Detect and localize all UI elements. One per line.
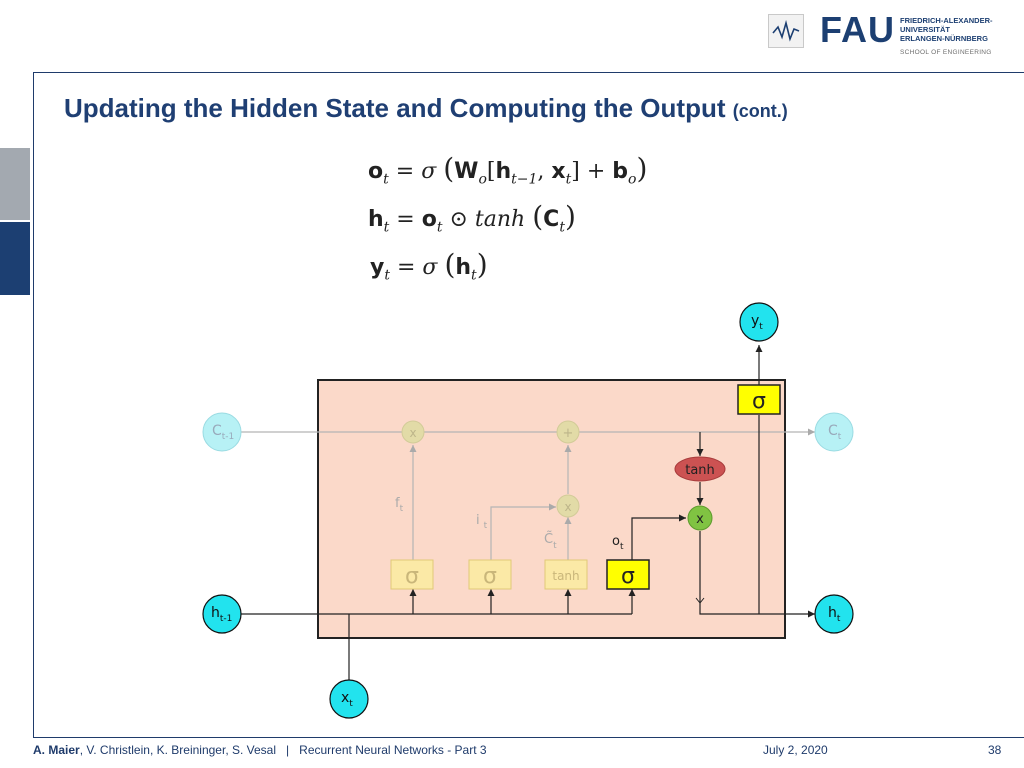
input-gate-symbol: σ: [483, 564, 497, 589]
sidebar-marker-previous: [0, 148, 30, 220]
cell-state-next-node: [814, 412, 854, 452]
y-output-label: yt: [751, 313, 763, 332]
cell-state-prev-label: Ct-1: [212, 423, 234, 442]
equation-output: yt = σ (ht): [370, 248, 488, 284]
x-input-node: [329, 679, 369, 719]
hidden-next-label: ht: [828, 605, 841, 624]
footer-course: Recurrent Neural Networks - Part 3: [299, 743, 487, 757]
candidate-tanh-label: tanh: [552, 569, 579, 583]
forget-multiply-op: [401, 420, 425, 444]
waveform-icon: [772, 19, 800, 42]
output-multiply-op: [687, 505, 713, 531]
title-main: Updating the Hidden State and Computing …: [64, 93, 726, 123]
footer-authors: A. Maier, V. Christlein, K. Breininger, …: [33, 743, 487, 757]
output-gate: [606, 559, 650, 590]
y-sigma-gate: [737, 384, 781, 415]
hidden-prev-node: [202, 594, 242, 634]
y-sigma-symbol: σ: [752, 389, 766, 414]
slide-title: Updating the Hidden State and Computing …: [64, 93, 788, 124]
input-multiply-op: [556, 494, 580, 518]
equation-output-gate: ot = σ (Wo[ht−1, xt] + bo): [368, 152, 648, 188]
forget-label: ft: [395, 496, 404, 514]
output-gate-symbol: σ: [621, 564, 635, 589]
candidate-tanh-gate: [544, 559, 588, 590]
hidden-prev-label: ht-1: [211, 605, 232, 624]
hidden-output-line: [699, 531, 815, 618]
svg-text:x: x: [564, 500, 571, 514]
title-suffix: (cont.): [732, 101, 788, 121]
cell-tanh-op: [674, 456, 726, 482]
cell-add-op: [556, 420, 580, 444]
page-number: 38: [988, 743, 1002, 757]
candidate-label: C̃t: [544, 532, 557, 551]
svg-text:+: +: [563, 426, 574, 441]
lstm-cell-box: [317, 379, 786, 639]
forget-gate: [390, 559, 434, 590]
svg-text:x: x: [409, 426, 416, 440]
fau-logo: FAU: [820, 9, 895, 50]
cell-state-prev-node: [202, 412, 242, 452]
footer-author-main: A. Maier: [33, 743, 80, 757]
cell-state-next-label: Ct: [828, 423, 842, 442]
y-output-node: [739, 302, 779, 342]
footer-author-rest: , V. Christlein, K. Breininger, S. Vesal: [79, 743, 277, 757]
slide-frame: [33, 72, 1024, 738]
output-gate-line: [631, 514, 686, 560]
input-flow-line: [490, 503, 556, 560]
university-name: FRIEDRICH-ALEXANDER- UNIVERSITÄT ERLANGE…: [900, 16, 993, 43]
school-name: SCHOOL OF ENGINEERING: [900, 49, 992, 56]
output-label: ot: [612, 534, 624, 552]
x-input-label: xt: [341, 690, 353, 709]
footer-separator: |: [286, 743, 290, 757]
sidebar-marker-current: [0, 222, 30, 295]
footer-date: July 2, 2020: [763, 743, 828, 757]
equation-hidden-state: ht = ot ⊙ tanh (Ct): [368, 200, 576, 236]
hidden-next-node: [814, 594, 854, 634]
institute-logo: [768, 14, 804, 48]
input-gate: [468, 559, 512, 590]
small-arrow-icon: [695, 597, 705, 604]
svg-text:tanh: tanh: [685, 463, 715, 478]
svg-text:x: x: [696, 512, 704, 527]
forget-gate-symbol: σ: [405, 564, 419, 589]
